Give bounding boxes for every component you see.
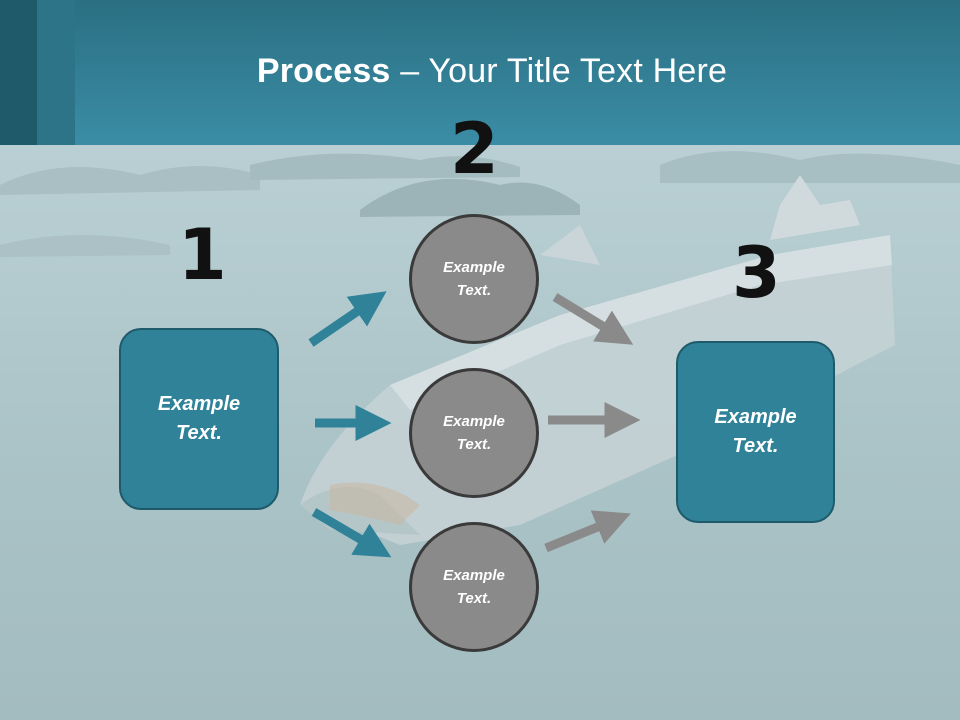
circle-top-line2: Text. [456, 282, 492, 299]
arrow-to-top-circle [308, 291, 387, 347]
circle-middle-line1: Example [443, 413, 505, 430]
step2-circle-middle[interactable]: Example Text. [409, 368, 539, 498]
arrow-to-bottom-circle [311, 508, 392, 558]
circle-middle-line2: Text. [456, 436, 492, 453]
step1-box-line1: Example [157, 393, 241, 415]
circle-top-text: Example Text. [429, 256, 519, 302]
step-number-2: 2 [450, 108, 499, 190]
step-number-3: 3 [732, 232, 781, 314]
step3-box-text: Example Text. [696, 403, 816, 461]
arrow-from-top-circle [552, 293, 634, 345]
circle-bottom-line2: Text. [456, 590, 492, 607]
slide-title-rest: – Your Title Text Here [390, 52, 728, 90]
step3-box-line2: Text. [732, 435, 779, 457]
step2-circle-top[interactable]: Example Text. [409, 214, 539, 344]
header-accent-stripe-2 [37, 0, 75, 145]
header-accent-stripe [0, 0, 37, 145]
step2-circle-bottom[interactable]: Example Text. [409, 522, 539, 652]
circle-middle-text: Example Text. [429, 410, 519, 456]
arrow-from-bottom-circle [544, 510, 631, 553]
circle-bottom-line1: Example [443, 567, 505, 584]
slide-title-bold: Process [256, 52, 391, 90]
step3-box-line1: Example [714, 406, 797, 428]
step1-box-line2: Text. [176, 422, 222, 444]
step1-box[interactable]: Example Text. [119, 328, 279, 510]
circle-top-line1: Example [443, 259, 505, 276]
step-number-1: 1 [178, 214, 227, 296]
slide-title[interactable]: Process – Your Title Text Here [0, 52, 960, 91]
header-band [0, 0, 960, 145]
step3-box[interactable]: Example Text. [676, 341, 835, 523]
circle-bottom-text: Example Text. [429, 564, 519, 610]
step1-box-text: Example Text. [139, 390, 259, 448]
